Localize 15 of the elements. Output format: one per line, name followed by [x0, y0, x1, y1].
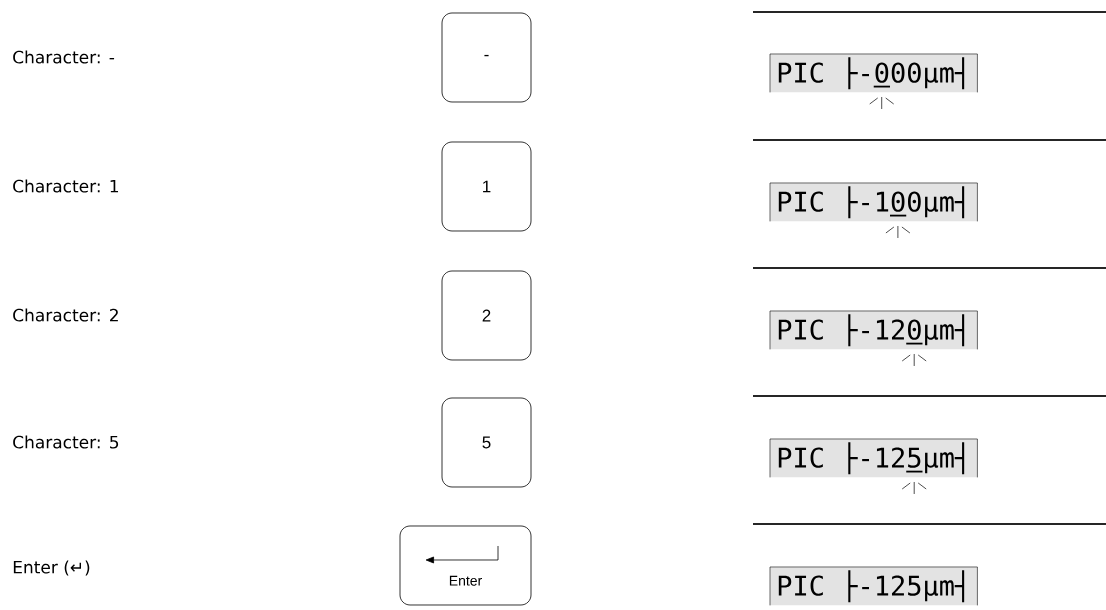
step-label: Enter (↵): [13, 560, 90, 576]
key-button: -: [441, 12, 532, 103]
step-label: Character: 5: [13, 435, 119, 449]
key-button: 1: [441, 141, 532, 232]
step-label: Character: -: [13, 50, 115, 64]
lcd-display: PIC ├- 000µm┤: [769, 53, 978, 93]
lcd-display: PIC ├-125µm┤: [769, 566, 978, 606]
lcd-display: PIC ├-120 µm┤: [769, 310, 978, 350]
step-label: Character: 1: [13, 179, 118, 193]
key-button: 2: [441, 270, 532, 361]
key-button: Enter: [399, 525, 532, 606]
key-button: 5: [441, 397, 532, 488]
lcd-display: PIC ├-100µm┤: [769, 182, 978, 222]
step-label: Character: 2: [13, 308, 118, 322]
lcd-display: PIC ├-125 µm┤: [769, 438, 978, 478]
